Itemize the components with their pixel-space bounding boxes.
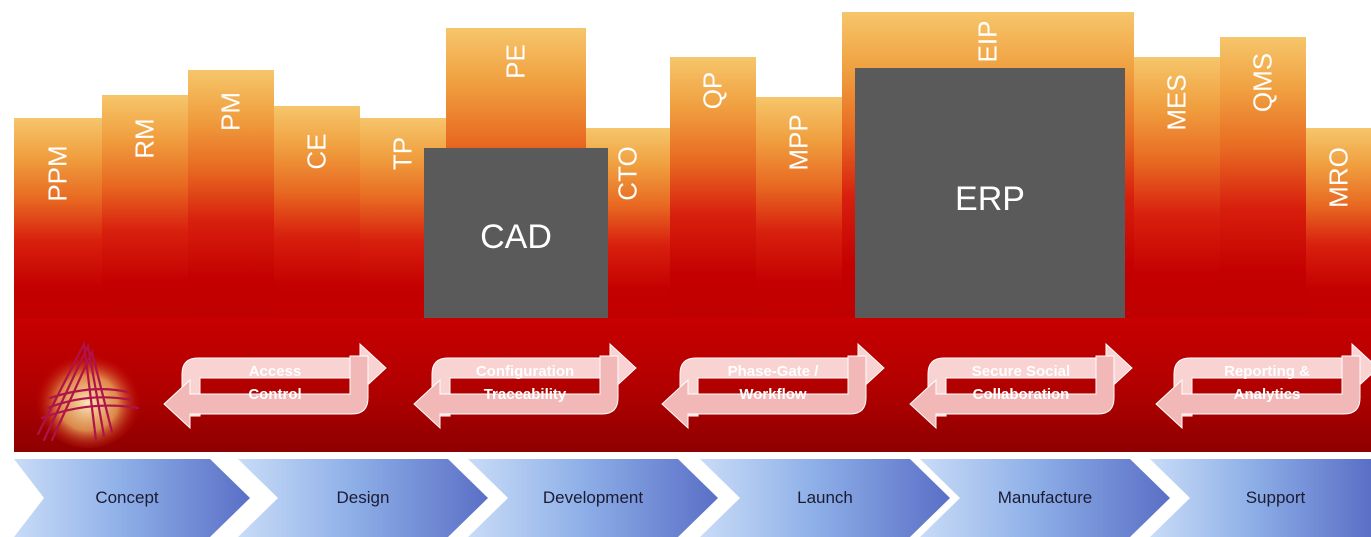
cycle-label: Reporting & Analytics <box>1187 360 1347 406</box>
bar-qp-label: QP <box>697 71 728 110</box>
cycle-arrows <box>1155 342 1371 430</box>
bar-ce-label: CE <box>301 133 332 170</box>
logo <box>30 336 148 448</box>
bar-tp-label: TP <box>387 136 418 171</box>
bar-pm-label: PM <box>215 92 246 131</box>
cycle-arrows <box>909 342 1133 430</box>
cycle-label-line1: Reporting & <box>1224 363 1310 380</box>
bar-ppm-label: PPM <box>42 145 73 202</box>
cycle-arrows <box>163 342 387 430</box>
bar-qp: QP <box>670 57 756 330</box>
bar-qms-label: QMS <box>1247 52 1278 113</box>
erp-block: ERP <box>855 68 1125 320</box>
system-bars: PPM RM PM CE TP PE CTO QP MPP EIP MES QM… <box>14 0 1371 330</box>
cad-label: CAD <box>480 217 552 256</box>
bar-mpp-label: MPP <box>783 114 814 171</box>
phase-support: Support <box>1150 459 1371 537</box>
cycle-label-line1: Access <box>248 363 302 380</box>
phase-label: Manufacture <box>997 488 1093 507</box>
cycle-secure-social-collaboration: Secure Social Collaboration <box>906 328 1136 444</box>
phase-label: Design <box>336 488 390 507</box>
bar-ppm: PPM <box>14 118 102 330</box>
cycle-label: Secure Social Collaboration <box>941 360 1101 406</box>
bar-mes-label: MES <box>1161 74 1192 131</box>
cycle-arrows <box>661 342 885 430</box>
cycle-label: Phase-Gate / Workflow <box>693 360 853 406</box>
bar-pm: PM <box>188 70 274 330</box>
bar-mes: MES <box>1134 57 1220 330</box>
cad-block: CAD <box>424 148 608 320</box>
phase-development: Development <box>468 459 718 537</box>
cycle-label-line2: Collaboration <box>972 386 1070 403</box>
cycle-access-control: Access Control <box>160 328 390 444</box>
bar-pe-label: PE <box>500 44 531 79</box>
bar-qms: QMS <box>1220 37 1306 330</box>
cycle-reporting-analytics: Reporting & Analytics <box>1152 328 1371 444</box>
bar-mpp: MPP <box>756 97 842 330</box>
cycle-phase-gate-workflow: Phase-Gate / Workflow <box>658 328 888 444</box>
erp-label: ERP <box>955 180 1025 218</box>
phase-concept: Concept <box>14 459 250 537</box>
phase-label: Development <box>542 488 644 507</box>
phase-design: Design <box>238 459 488 537</box>
cycle-label-line1: Phase-Gate / <box>727 363 819 380</box>
bar-ce: CE <box>274 106 360 330</box>
cycle-label-line2: Workflow <box>739 386 807 403</box>
phase-label: Concept <box>95 488 159 507</box>
phase-label: Support <box>1245 488 1306 507</box>
cycle-configuration-traceability: Configuration Traceability <box>410 328 640 444</box>
cycle-label-line2: Analytics <box>1233 386 1301 403</box>
cycle-arrows <box>413 342 637 430</box>
bar-eip-label: EIP <box>972 20 1003 63</box>
phase-launch: Launch <box>700 459 950 537</box>
bar-mro: MRO <box>1306 128 1371 330</box>
phase-label: Launch <box>797 488 853 507</box>
cycle-label: Access Control <box>195 360 355 406</box>
cycle-label-line2: Control <box>248 386 302 403</box>
phase-manufacture: Manufacture <box>920 459 1170 537</box>
bar-rm-label: RM <box>129 118 160 159</box>
cycle-label-line2: Traceability <box>483 386 567 403</box>
bar-cto-label: CTO <box>612 146 643 201</box>
cycle-label-line1: Configuration <box>475 363 575 380</box>
cycle-label: Configuration Traceability <box>445 360 605 406</box>
cycle-label-line1: Secure Social <box>971 363 1071 380</box>
bar-mro-label: MRO <box>1323 147 1353 208</box>
bar-rm: RM <box>102 95 188 330</box>
